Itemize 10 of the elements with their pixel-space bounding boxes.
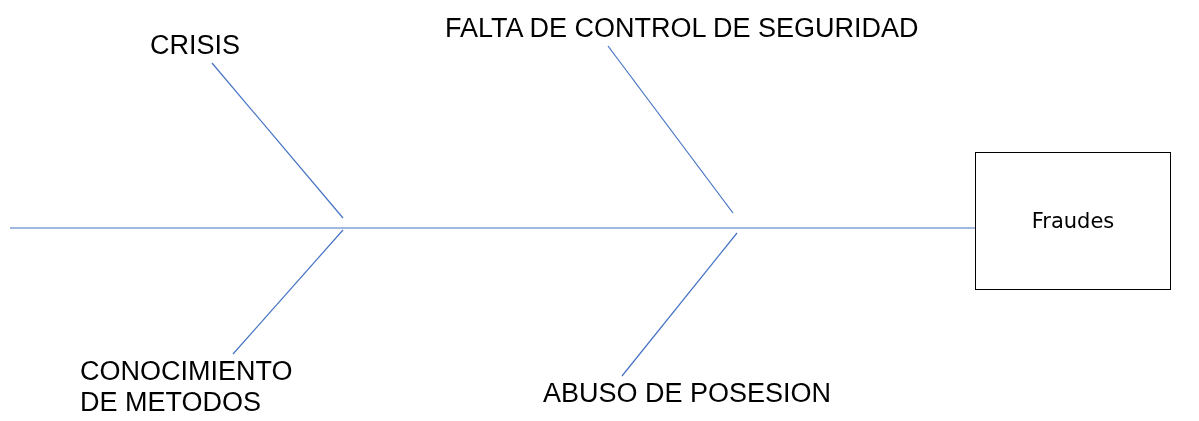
cause-label: ABUSO DE POSESION [543, 378, 893, 409]
spine-line [9, 227, 976, 229]
cause-label: FALTA DE CONTROL DE SEGURIDAD [445, 13, 1025, 44]
cause-label: CONOCIMIENTO DE METODOS [80, 356, 320, 418]
cause-label: CRISIS [150, 30, 270, 61]
bone-line [232, 229, 344, 355]
bone-line [621, 232, 738, 377]
bone-line [211, 62, 344, 219]
effect-box: Fraudes [975, 152, 1171, 290]
bone-line [607, 45, 734, 214]
